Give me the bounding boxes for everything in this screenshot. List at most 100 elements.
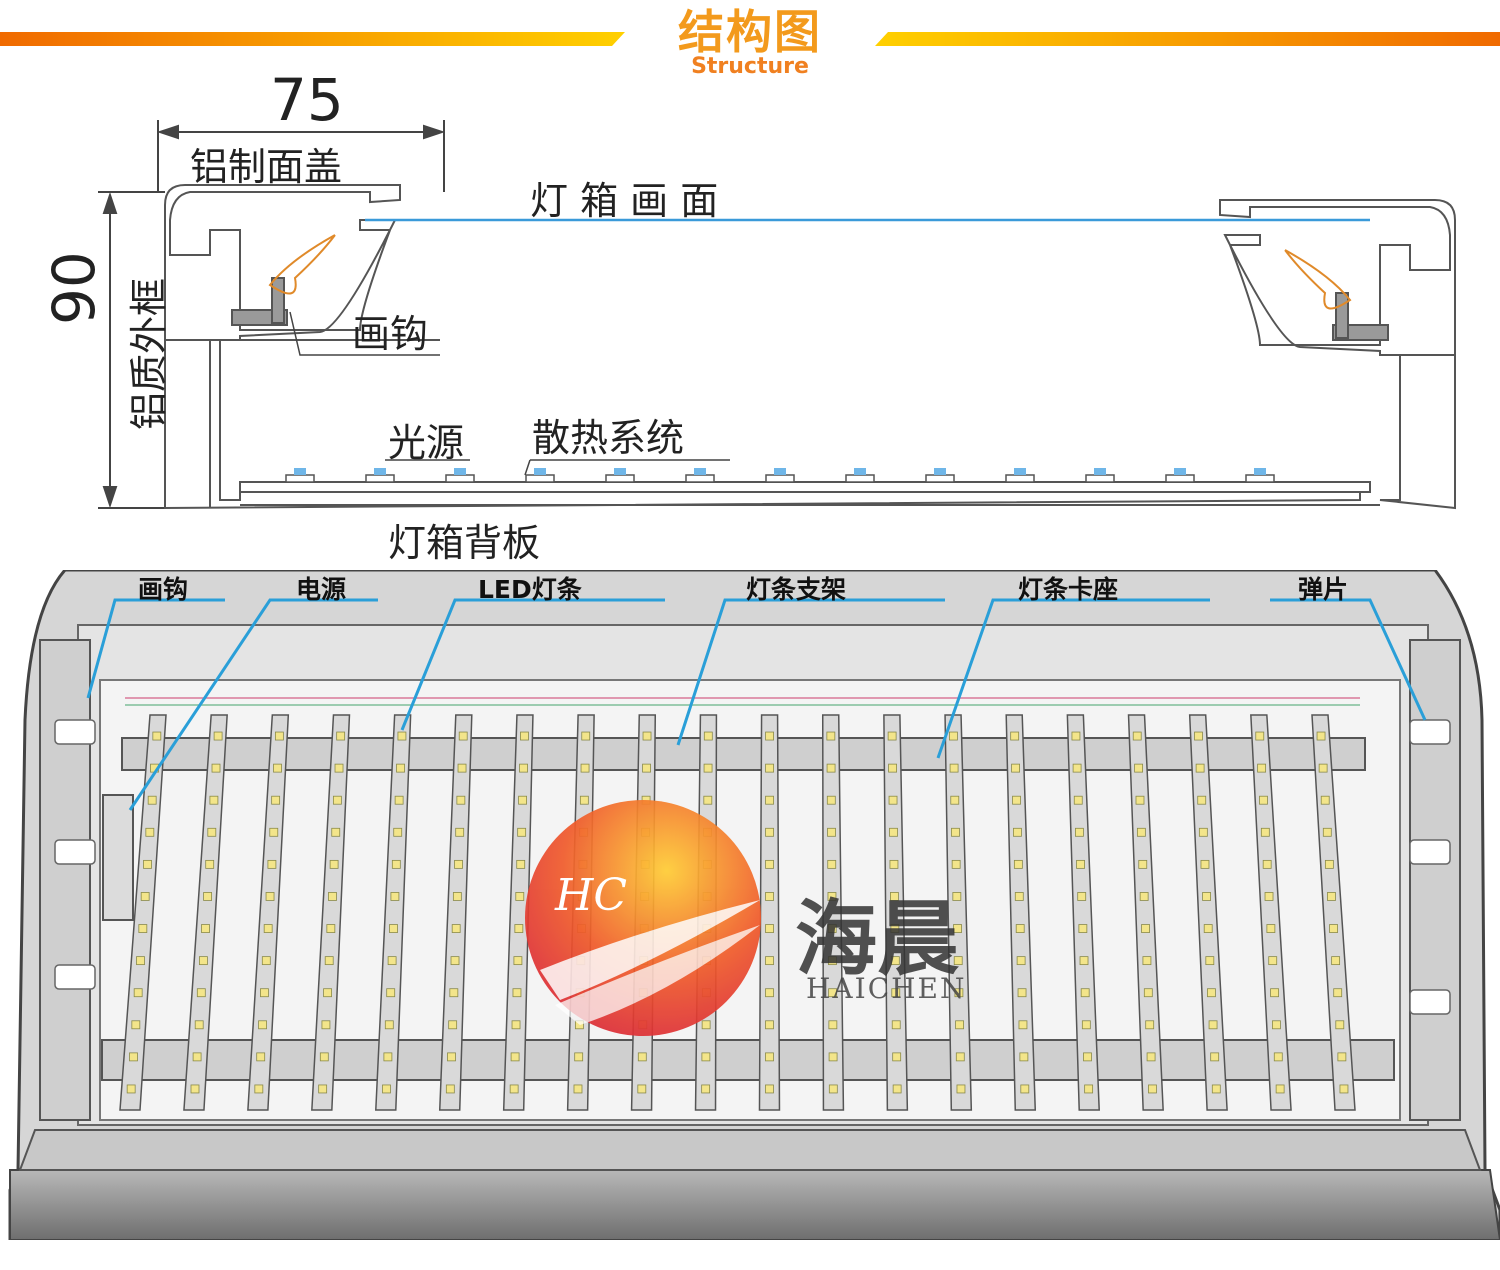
led-dot <box>201 924 210 933</box>
led-dot <box>581 731 591 741</box>
led-dot <box>143 859 152 869</box>
callout-spring-clip: 弹片 <box>1298 575 1349 604</box>
led-dot <box>1266 924 1276 933</box>
led-dot <box>1316 731 1326 741</box>
callout-strip-holder: 灯条卡座 <box>1018 575 1119 604</box>
led-dot <box>391 859 401 869</box>
led-dot <box>642 763 651 773</box>
led-mount <box>925 474 955 483</box>
led-dot <box>331 827 341 837</box>
led-dot <box>457 763 467 773</box>
led-dot <box>1010 731 1020 741</box>
led-dot <box>637 1052 647 1062</box>
spring-wire-left <box>268 234 336 295</box>
led-dot <box>321 1020 331 1030</box>
led-dot <box>1211 1084 1221 1094</box>
led-dot <box>1195 763 1205 773</box>
led-chip <box>454 468 466 475</box>
led-dot <box>1084 1084 1094 1094</box>
header-bars <box>0 32 1500 46</box>
led-strip <box>1066 714 1100 1111</box>
led-dot <box>1075 827 1084 837</box>
led-dot <box>1322 827 1332 837</box>
led-dot <box>274 731 284 741</box>
led-dot <box>1268 956 1278 966</box>
back-panel <box>239 481 1371 493</box>
led-dot <box>509 1084 519 1094</box>
led-dot <box>451 924 461 933</box>
led-dot <box>1335 1020 1345 1030</box>
led-dot <box>1146 1052 1156 1062</box>
led-dot <box>1205 956 1215 966</box>
led-chip <box>1014 468 1026 475</box>
led-dot <box>1207 988 1216 998</box>
led-dot <box>263 924 273 933</box>
led-dot <box>207 827 217 837</box>
led-dot <box>396 763 405 773</box>
led-strip <box>1188 714 1228 1111</box>
led-mount <box>845 474 875 483</box>
led-dot <box>579 795 589 805</box>
led-dot <box>192 1052 202 1062</box>
led-dot <box>888 763 897 773</box>
led-dot <box>203 892 213 901</box>
label-frame: 铝质外框 <box>127 277 171 430</box>
label-cover: 铝制面盖 <box>190 145 343 189</box>
led-chip <box>1254 468 1266 475</box>
led-dot <box>1139 892 1149 901</box>
led-strip <box>119 714 167 1111</box>
led-dot <box>642 731 652 741</box>
led-dot <box>765 1052 774 1062</box>
led-dot <box>318 1084 328 1094</box>
led-dot <box>516 859 526 869</box>
led-dot <box>703 795 713 805</box>
width-dimension: 75 <box>270 66 344 134</box>
led-dot <box>888 795 898 805</box>
led-dot <box>765 988 774 998</box>
callout-hook: 画钩 <box>138 575 189 604</box>
led-dot <box>889 827 898 837</box>
led-dot <box>887 731 897 741</box>
led-dot <box>889 859 899 869</box>
led-dot <box>952 892 962 901</box>
led-dot <box>445 1084 455 1094</box>
led-dot <box>828 988 838 998</box>
led-dot <box>1202 892 1211 901</box>
led-dot <box>765 892 774 901</box>
led-strip <box>821 714 845 1111</box>
led-dot <box>1020 1084 1030 1094</box>
led-dot <box>1275 1084 1285 1094</box>
led-dot <box>511 1020 521 1030</box>
led-dot <box>1272 1020 1281 1030</box>
led-dot <box>1013 827 1022 837</box>
led-dot <box>953 956 963 966</box>
led-dot <box>448 1020 458 1030</box>
led-dot <box>765 1084 774 1094</box>
watermark-brand-cn: 海晨 <box>795 891 960 987</box>
left-frame-profile <box>164 184 1361 510</box>
led-dot <box>1320 795 1330 805</box>
page-subtitle: Structure <box>691 54 809 79</box>
right-frame-profile <box>1219 199 1456 510</box>
callout-strip-bracket: 灯条支架 <box>746 575 847 604</box>
led-dot <box>520 731 529 741</box>
led-dot <box>948 731 958 741</box>
led-dot <box>194 1020 204 1030</box>
led-dot <box>956 1084 966 1094</box>
led-dot <box>949 763 959 773</box>
led-dot <box>1145 1020 1155 1030</box>
led-dot <box>513 956 523 966</box>
led-dot <box>336 731 346 741</box>
led-dot <box>136 956 145 966</box>
callout-power: 电源 <box>296 575 347 604</box>
led-dot <box>324 956 334 966</box>
led-dot <box>450 956 460 966</box>
led-dot <box>701 1020 711 1030</box>
led-dot <box>449 988 459 998</box>
led-dot <box>261 956 271 966</box>
led-dot <box>1143 988 1153 998</box>
cross-section-drawing <box>98 120 1456 510</box>
led-dot <box>580 763 590 773</box>
led-dot <box>458 731 468 741</box>
led-strip <box>311 714 351 1111</box>
